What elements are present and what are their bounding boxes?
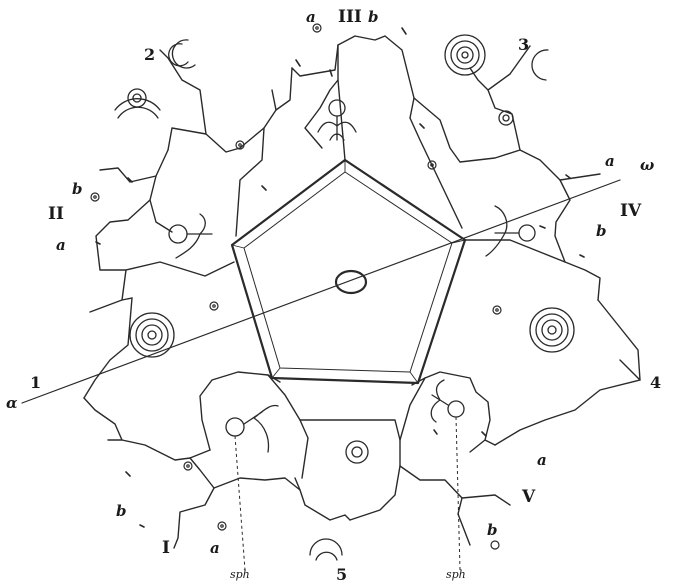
label-a-lower-left: a [210,539,220,557]
label-b-lower-left: b [116,502,127,520]
plate-outlines [84,36,640,548]
label-roman-I: I [162,538,170,558]
sph-leader-left [235,436,245,570]
label-a-top: a [306,8,316,26]
label-alpha: α [6,394,18,412]
label-number-3: 3 [518,35,529,54]
label-roman-III: III [338,7,362,27]
label-sph-right: sph [446,568,466,581]
label-b-right: b [596,222,607,240]
label-b-left: b [72,180,83,198]
label-omega: ω [640,156,654,174]
label-sph-left: sph [230,568,250,581]
label-roman-II: II [48,204,64,224]
label-roman-V: V [521,487,536,507]
label-b-top: b [368,8,379,26]
label-number-5: 5 [336,565,347,584]
label-roman-IV: IV [620,201,642,221]
label-b-lower-right: b [487,521,498,539]
label-number-1: 1 [30,373,41,392]
label-number-4: 4 [650,373,661,392]
sphaeridia [169,100,535,452]
label-number-2: 2 [144,45,155,64]
label-a-lower-right: a [537,451,547,469]
tubercles [115,35,574,560]
label-a-right: a [605,152,615,170]
label-a-left: a [56,236,66,254]
central-oval [336,271,366,293]
